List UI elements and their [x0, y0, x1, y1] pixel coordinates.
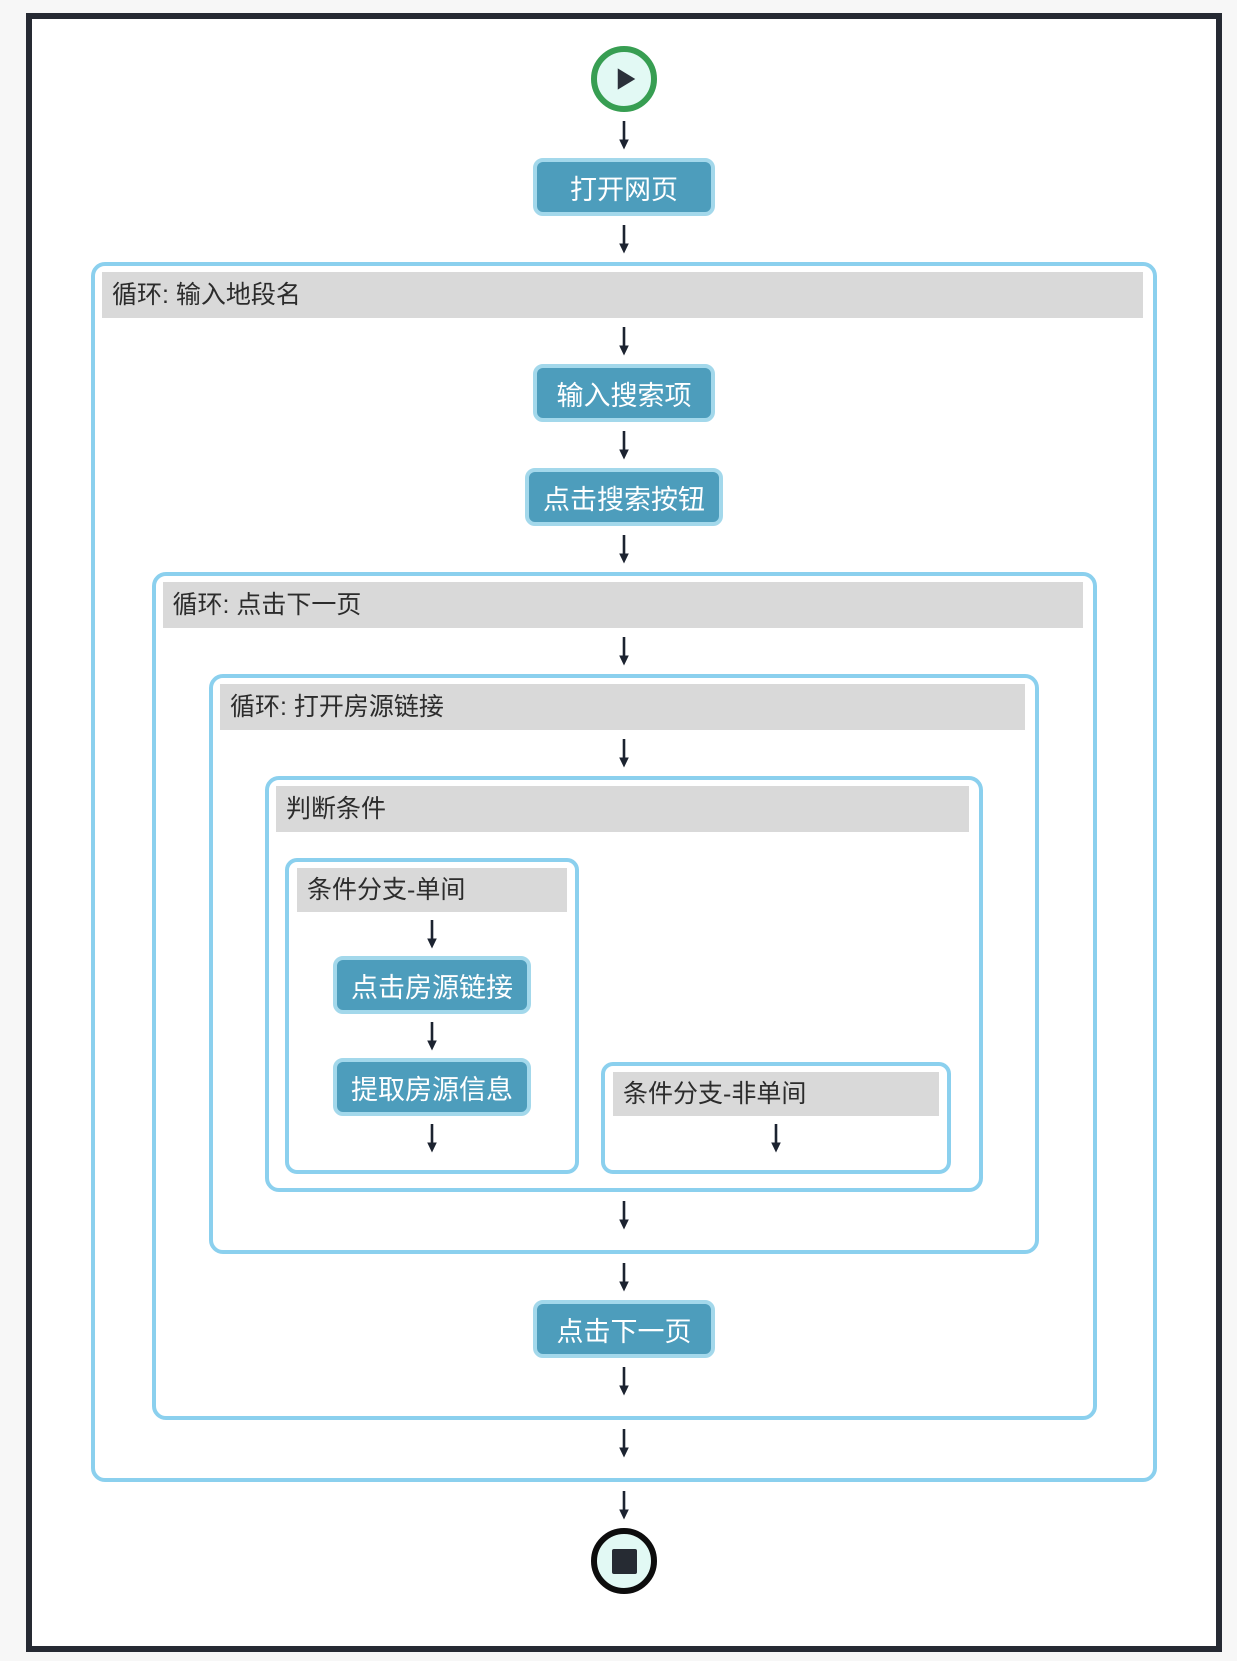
node-click-search-button[interactable]: 点击搜索按钮 [525, 468, 723, 526]
branch-non-single-room-header[interactable]: 条件分支-非单间 [613, 1072, 939, 1116]
branch-single-room-header[interactable]: 条件分支-单间 [297, 868, 567, 912]
node-enter-search-term[interactable]: 输入搜索项 [533, 364, 715, 422]
arrow-down-icon [619, 739, 629, 768]
arrow-down-icon [619, 1491, 629, 1520]
condition-header[interactable]: 判断条件 [276, 786, 969, 832]
loop-open-listing-link-header[interactable]: 循环: 打开房源链接 [220, 684, 1025, 730]
loop-open-listing-link: 循环: 打开房源链接 判断条件 条件分支-单间 [209, 674, 1039, 1254]
node-click-listing-link[interactable]: 点击房源链接 [333, 956, 531, 1014]
arrow-down-icon [619, 327, 629, 356]
arrow-down-icon [619, 225, 629, 254]
arrow-down-icon [427, 920, 437, 949]
loop-click-next-page: 循环: 点击下一页 循环: 打开房源链接 判断条件 [151, 572, 1097, 1420]
loop-input-district: 循环: 输入地段名 输入搜索项 点击搜索按钮 循环: 点击下一页 [91, 262, 1157, 1482]
arrow-down-icon [619, 1367, 629, 1396]
play-icon [617, 68, 636, 90]
arrow-down-icon [619, 1201, 629, 1230]
branch-non-single-room: 条件分支-非单间 [601, 1062, 951, 1174]
workflow-flow: 打开网页 循环: 输入地段名 输入搜索项 点击搜索按钮 循环: 点击 [32, 19, 1216, 1594]
node-click-next-page[interactable]: 点击下一页 [533, 1300, 715, 1358]
arrow-down-icon [619, 535, 629, 564]
arrow-down-icon [619, 1263, 629, 1292]
arrow-down-icon [619, 637, 629, 666]
condition-container: 判断条件 条件分支-单间 点击房源链接 [265, 776, 983, 1192]
stop-node[interactable] [591, 1528, 657, 1594]
arrow-down-icon [427, 1022, 437, 1051]
arrow-down-icon [771, 1124, 781, 1153]
arrow-down-icon [427, 1124, 437, 1153]
node-extract-listing-info[interactable]: 提取房源信息 [333, 1058, 531, 1116]
loop-click-next-page-header[interactable]: 循环: 点击下一页 [162, 582, 1083, 628]
arrow-down-icon [619, 121, 629, 150]
branch-single-room: 条件分支-单间 点击房源链接 提取房源信 [285, 858, 579, 1174]
start-node[interactable] [591, 46, 657, 112]
workflow-canvas: 打开网页 循环: 输入地段名 输入搜索项 点击搜索按钮 循环: 点击 [26, 13, 1222, 1652]
condition-branches: 条件分支-单间 点击房源链接 提取房源信 [269, 858, 979, 1174]
stop-icon [611, 1548, 637, 1574]
node-open-webpage[interactable]: 打开网页 [533, 158, 715, 216]
loop-input-district-header[interactable]: 循环: 输入地段名 [102, 272, 1143, 318]
arrow-down-icon [619, 1429, 629, 1458]
arrow-down-icon [619, 431, 629, 460]
